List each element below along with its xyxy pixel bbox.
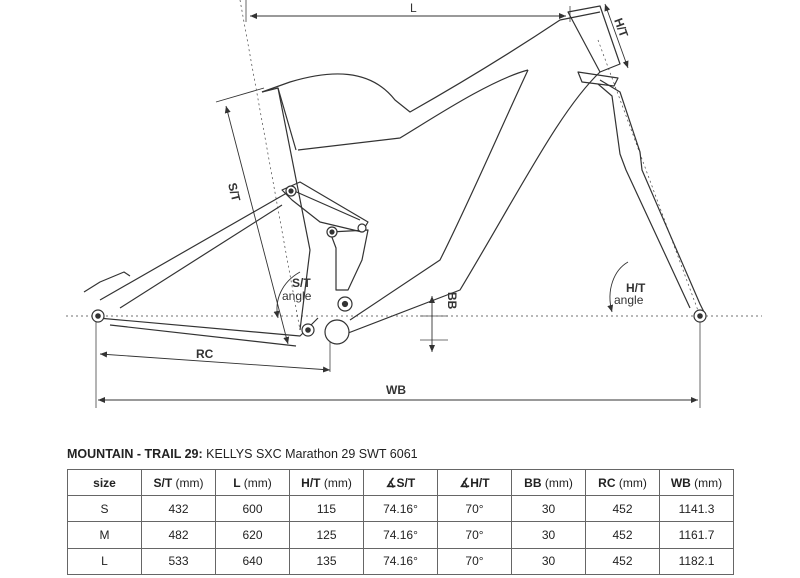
rear-shock: [329, 229, 369, 291]
table-cell: 115: [289, 494, 364, 523]
table-cell: 1141.3: [659, 494, 734, 523]
bottom-bracket: [324, 319, 350, 345]
header-chainstay: RC (mm): [585, 469, 660, 496]
top-tube: [261, 11, 601, 113]
head-tube: [567, 5, 621, 73]
reference-lines: [66, 0, 762, 408]
table-row: M 482 620 125 74.16° 70° 30 452 1161.7: [67, 521, 734, 549]
table-cell: 452: [585, 494, 660, 523]
header-seat-angle: ∡S/T: [363, 469, 438, 496]
table-cell: 452: [585, 521, 660, 549]
head-angle-sub-label: angle: [614, 293, 644, 307]
table-cell: 70°: [437, 521, 512, 549]
table-cell: 640: [215, 547, 290, 576]
table-cell: 30: [511, 547, 586, 576]
table-cell: S: [67, 494, 142, 523]
chainstay-label: RC: [196, 347, 214, 361]
table-cell: 1161.7: [659, 521, 734, 549]
bike-frame: [83, 5, 707, 347]
header-bb-drop: BB (mm): [511, 469, 586, 496]
frame-geometry-diagram: L H/T S/T BB RC WB S/T angle H/T angle: [66, 0, 762, 408]
table-cell: 533: [141, 547, 216, 576]
seat-angle-arc: [273, 271, 301, 319]
table-cell: 70°: [437, 494, 512, 523]
table-cell: 74.16°: [363, 521, 438, 549]
bb-drop-label: BB: [445, 292, 459, 310]
head-angle-arc: [607, 261, 629, 313]
model-name: KELLYS SXC Marathon 29 SWT 6061: [206, 447, 418, 461]
table-row: S 432 600 115 74.16° 70° 30 452 1141.3: [67, 494, 734, 523]
seat-angle-label: S/T: [292, 276, 311, 290]
down-tube: [349, 69, 529, 321]
seat-angle-sub-label: angle: [282, 289, 312, 303]
wheelbase-label: WB: [386, 383, 406, 397]
chain-stay: [97, 317, 319, 337]
table-header-row: size S/T (mm) L (mm) H/T (mm) ∡S/T ∡H/T …: [67, 469, 734, 496]
header-head-angle: ∡H/T: [437, 469, 512, 496]
table-cell: 30: [511, 494, 586, 523]
pivots: [91, 185, 707, 345]
table-cell: M: [67, 521, 142, 549]
head-angle-label: H/T: [626, 281, 646, 295]
category-label: MOUNTAIN - TRAIL 29:: [67, 447, 203, 461]
table-cell: 600: [215, 494, 290, 523]
table-cell: 74.16°: [363, 547, 438, 576]
head-tube-dimension: [604, 3, 629, 69]
reach-label: L: [410, 1, 417, 15]
header-head-tube: H/T (mm): [289, 469, 364, 496]
table-cell: 432: [141, 494, 216, 523]
seat-stay: [99, 189, 361, 301]
table-cell: 452: [585, 547, 660, 576]
seat-tube: [261, 87, 311, 331]
table-cell: 70°: [437, 547, 512, 576]
table-cell: 135: [289, 547, 364, 576]
seat-tube-label: S/T: [225, 181, 243, 203]
table-row: L 533 640 135 74.16° 70° 30 452 1182.1: [67, 547, 734, 576]
table-cell: L: [67, 547, 142, 576]
dimension-lines: [98, 3, 698, 403]
fork: [599, 79, 707, 317]
geometry-table: size S/T (mm) L (mm) H/T (mm) ∡S/T ∡H/T …: [67, 469, 734, 576]
header-size: size: [67, 469, 142, 496]
table-cell: 125: [289, 521, 364, 549]
chainstay-dimension: [99, 351, 331, 373]
table-cell: 74.16°: [363, 494, 438, 523]
table-cell: 620: [215, 521, 290, 549]
table-cell: 30: [511, 521, 586, 549]
model-caption: MOUNTAIN - TRAIL 29: KELLYS SXC Marathon…: [67, 447, 418, 461]
header-reach: L (mm): [215, 469, 290, 496]
head-tube-label: H/T: [611, 16, 631, 40]
seat-tube-dimension: [224, 105, 290, 345]
table-cell: 1182.1: [659, 547, 734, 576]
table-cell: 482: [141, 521, 216, 549]
header-wheelbase: WB (mm): [659, 469, 734, 496]
header-seat-tube: S/T (mm): [141, 469, 216, 496]
